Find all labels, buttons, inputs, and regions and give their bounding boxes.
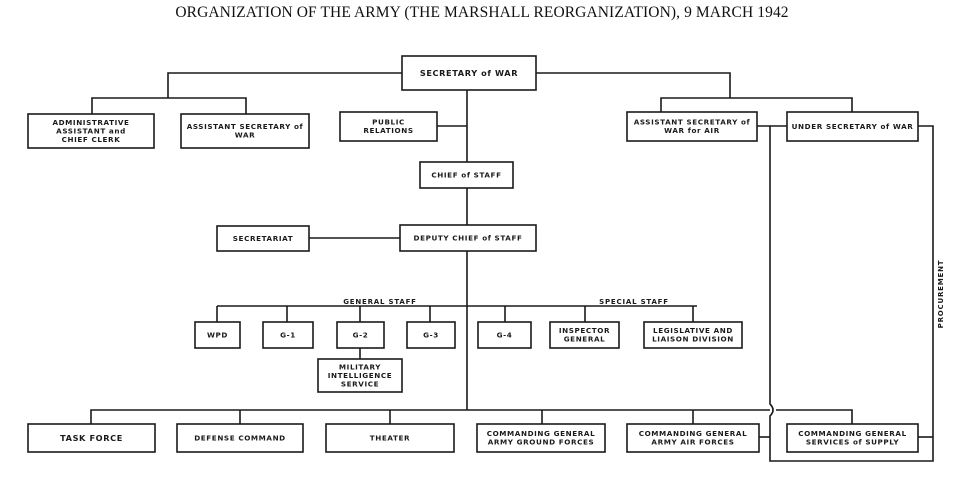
node-box	[419, 161, 514, 189]
node-label: INTELLIGENCE	[328, 371, 393, 380]
node-label: COMMANDING GENERAL	[639, 429, 748, 438]
connector-bottom-bar	[90, 409, 770, 424]
node-label: DEPUTY CHIEF of STAFF	[414, 233, 523, 242]
connector-sos-top	[776, 409, 853, 424]
node-label: DEFENSE COMMAND	[194, 433, 286, 442]
node-box	[626, 423, 760, 453]
node-label: ASSISTANT SECRETARY of	[187, 122, 304, 131]
node-box	[626, 111, 758, 142]
org-node-secretariat: SECRETARIAT	[216, 225, 310, 252]
node-label: CHIEF CLERK	[62, 135, 121, 144]
connector-air-vertical	[757, 125, 934, 462]
node-box	[325, 423, 455, 453]
node-label: CHIEF of STAFF	[431, 170, 501, 179]
node-box	[27, 423, 156, 453]
node-label: SERVICE	[341, 380, 379, 389]
node-label: SECRETARIAT	[233, 234, 293, 243]
node-box	[549, 321, 620, 349]
node-label: SERVICES of SUPPLY	[806, 438, 899, 447]
node-label: WPD	[207, 330, 228, 339]
node-box	[176, 423, 304, 453]
node-label: LEGISLATIVE AND	[653, 326, 733, 335]
node-box	[27, 113, 155, 149]
node-label: ASSISTANT and	[56, 126, 126, 135]
node-box	[339, 111, 438, 142]
node-box	[406, 321, 456, 349]
node-box	[336, 321, 385, 349]
org-node-defense-command: DEFENSE COMMAND	[176, 423, 304, 453]
node-label: ADMINISTRATIVE	[52, 118, 129, 127]
node-box	[477, 321, 532, 349]
node-box	[262, 321, 314, 349]
connector-lines	[90, 72, 934, 462]
node-label: MILITARY	[339, 362, 381, 371]
node-box	[786, 111, 919, 142]
node-label: SECRETARY of WAR	[420, 68, 518, 78]
procurement-label: PROCUREMENT	[937, 260, 945, 329]
org-node-g3: G-3	[406, 321, 456, 349]
node-box	[180, 113, 310, 149]
org-node-chief-of-staff: CHIEF of STAFF	[419, 161, 514, 189]
node-label: TASK FORCE	[60, 433, 123, 443]
org-node-wpd: WPD	[194, 321, 241, 349]
node-box	[317, 358, 403, 393]
node-label: INSPECTOR	[559, 326, 610, 335]
node-box	[399, 224, 537, 252]
node-label: COMMANDING GENERAL	[798, 429, 907, 438]
node-box	[194, 321, 241, 349]
node-box	[476, 423, 606, 453]
node-label: WAR for AIR	[664, 126, 720, 135]
connector-left-pair	[91, 97, 247, 114]
node-label: PUBLIC	[372, 118, 405, 127]
org-node-under-secretary-of-war: UNDER SECRETARY of WAR	[786, 111, 919, 142]
org-node-secretary-of-war: SECRETARY of WAR	[401, 55, 537, 91]
org-node-deputy-chief-of-staff: DEPUTY CHIEF of STAFF	[399, 224, 537, 252]
node-box	[216, 225, 310, 252]
node-label: ARMY GROUND FORCES	[488, 438, 595, 447]
node-box	[786, 423, 919, 453]
org-node-g4: G-4	[477, 321, 532, 349]
connector-sow-left	[167, 72, 402, 98]
node-box	[643, 321, 743, 349]
node-label: G-3	[423, 330, 439, 339]
node-label: THEATER	[370, 433, 410, 442]
connector-right-pair	[660, 97, 853, 112]
node-label: G-1	[280, 330, 296, 339]
org-node-g1: G-1	[262, 321, 314, 349]
node-label: COMMANDING GENERAL	[487, 429, 596, 438]
node-box	[401, 55, 537, 91]
node-label: WAR	[235, 131, 256, 140]
org-node-task-force: TASK FORCE	[27, 423, 156, 453]
node-label: ASSISTANT SECRETARY of	[634, 118, 751, 127]
org-node-g2: G-2	[336, 321, 385, 349]
node-label: LIAISON DIVISION	[652, 335, 734, 344]
node-label: ARMY AIR FORCES	[651, 438, 734, 447]
connector-sow-right	[536, 72, 731, 98]
node-label: RELATIONS	[363, 126, 413, 135]
general-staff-label: GENERAL STAFF	[343, 298, 417, 306]
node-label: GENERAL	[564, 335, 606, 344]
node-label: G-2	[353, 330, 369, 339]
node-label: G-4	[497, 330, 513, 339]
org-node-theater: THEATER	[325, 423, 455, 453]
chart-title: ORGANIZATION OF THE ARMY (THE MARSHALL R…	[175, 4, 789, 21]
node-label: UNDER SECRETARY of WAR	[792, 122, 914, 131]
special-staff-label: SPECIAL STAFF	[599, 298, 669, 306]
